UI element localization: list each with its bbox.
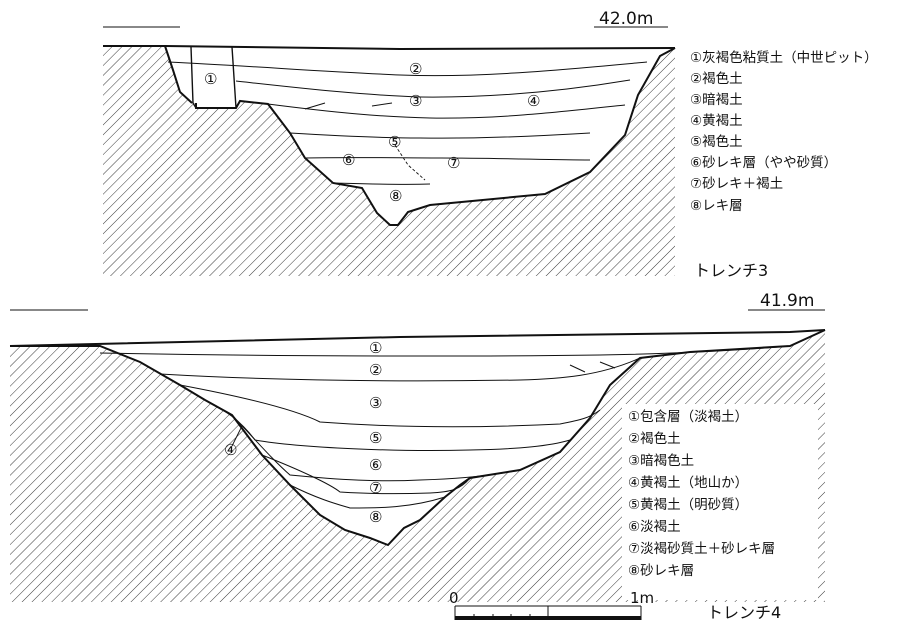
trench4-legend-item-6: ⑥淡褐土	[628, 519, 681, 535]
trench3-legend-item-4: ④黄褐土	[690, 113, 743, 129]
trench3-marker-6: ⑥	[342, 151, 355, 169]
trench4-legend-background	[622, 404, 818, 600]
trench4-legend-item-3: ③暗褐色土	[628, 452, 694, 469]
trench4-legend-item-7: ⑦淡褐砂質土＋砂レキ層	[628, 541, 775, 557]
trench3-marker-3: ③	[409, 92, 422, 110]
trench4-marker-3: ③	[369, 394, 382, 412]
trench3-legend-item-6: ⑥砂レキ層（やや砂質）	[690, 155, 837, 171]
trench4-marker-1: ①	[369, 339, 382, 357]
trench3-pit-outline	[190, 46, 237, 109]
trench4-bedrock-hatch	[10, 330, 825, 602]
trench4-legend-item-2: ②褐色土	[628, 430, 681, 447]
trench4-elevation-label: 41.9m	[760, 291, 814, 311]
trench3-legend-item-2: ②褐色土	[690, 70, 743, 87]
trench3-marker-7: ⑦	[447, 154, 460, 172]
trench4-marker-8: ⑧	[369, 508, 382, 526]
trench4-section: 41.9m ① ② ③ ④ ⑤ ⑥ ⑦	[9, 291, 826, 622]
trench4-legend-item-4: ④黄褐土（地山か）	[628, 475, 748, 491]
trench3-marker-1: ①	[204, 70, 217, 88]
trench3-marker-5: ⑤	[388, 133, 401, 151]
trench3-elevation-label: 42.0m	[599, 9, 653, 29]
scale-bar-ticks	[454, 606, 642, 620]
trench4-marker-2: ②	[369, 361, 382, 379]
trench3-ground-surface	[103, 45, 676, 51]
trench4-soil-fill	[10, 330, 825, 545]
trench4-legend-item-1: ①包含層（淡褐土）	[628, 409, 748, 425]
trench3-legend-item-1: ①灰褐色粘質土（中世ピット）	[690, 49, 878, 66]
trench3-section: 42.0m ① ② ③ ④ ⑤ ⑥ ⑦	[103, 9, 878, 280]
trench3-bedrock-hatch	[103, 46, 675, 276]
trench4-legend-item-8: ⑧砂レキ層	[628, 563, 694, 579]
trench4-layer-markers: ① ② ③ ④ ⑤ ⑥ ⑦ ⑧	[224, 339, 382, 526]
trench3-marker-2: ②	[409, 60, 422, 78]
trench3-legend-item-8: ⑧レキ層	[690, 198, 743, 214]
trench3-legend: ①灰褐色粘質土（中世ピット） ②褐色土 ③暗褐土 ④黄褐土 ⑤褐色土 ⑥砂レキ層…	[690, 49, 878, 214]
trench4-legend: ①包含層（淡褐土） ②褐色土 ③暗褐色土 ④黄褐土（地山か） ⑤黄褐土（明砂質）…	[628, 409, 775, 579]
trench3-layer-lines	[167, 61, 648, 185]
trench4-marker-4: ④	[224, 441, 237, 459]
trench4-ground-surface	[9, 329, 826, 347]
trench4-marker-4-leader	[231, 425, 243, 447]
trench3-marker-8: ⑧	[389, 187, 402, 205]
trench3-legend-item-5: ⑤褐色土	[690, 133, 743, 150]
trench3-legend-item-3: ③暗褐土	[690, 92, 743, 108]
trench3-dashed-boundary	[394, 144, 426, 181]
trench3-excavation-boundary	[164, 45, 676, 226]
scale-bar-end-label: 1m	[630, 589, 654, 607]
scale-bar-start-label: 0	[449, 589, 459, 607]
trench4-title: トレンチ4	[707, 603, 781, 622]
scale-bar: 0 1m	[449, 589, 654, 620]
trench3-marker-4: ④	[527, 92, 540, 110]
trench4-legend-item-5: ⑤黄褐土（明砂質）	[628, 497, 748, 513]
trench4-marker-7: ⑦	[369, 479, 382, 497]
trench4-marker-6: ⑥	[369, 456, 382, 474]
trench4-layer-lines	[99, 345, 791, 509]
trench3-legend-item-7: ⑦砂レキ＋褐土	[690, 176, 783, 192]
trench3-layer-markers: ① ② ③ ④ ⑤ ⑥ ⑦ ⑧	[204, 60, 540, 205]
trench4-marker-5: ⑤	[369, 429, 382, 447]
trench3-title: トレンチ3	[694, 261, 768, 280]
